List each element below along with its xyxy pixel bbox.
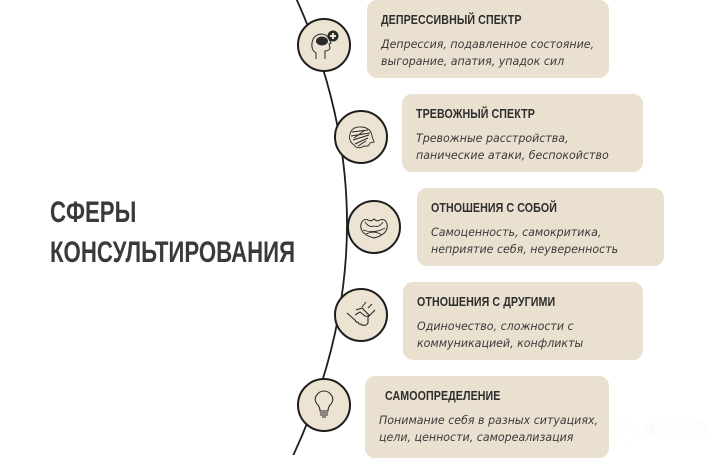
title-line-2: КОНСУЛЬТИРОВАНИЯ: [50, 236, 296, 269]
avito-text: Avito: [643, 413, 708, 443]
card-description: Понимание себя в разных ситуациях, цели,…: [379, 413, 599, 444]
card-heading: ОТНОШЕНИЯ С ДРУГИМИ: [417, 294, 556, 309]
card-self-relations: ОТНОШЕНИЯ С СОБОЙ Самоценность, самокрит…: [417, 188, 664, 266]
card-description: Самоценность, самокритика, неприятие себ…: [431, 225, 619, 256]
card-depressive: ДЕПРЕССИВНЫЙ СПЕКТР Депрессия, подавленн…: [367, 0, 609, 78]
card-heading: ТРЕВОЖНЫЙ СПЕКТР: [416, 106, 535, 121]
handshake-icon: [346, 301, 376, 326]
node-anxiety: [334, 110, 388, 164]
node-other-relations: [334, 288, 388, 342]
self-hug-heart-icon: [360, 218, 388, 239]
card-heading: ДЕПРЕССИВНЫЙ СПЕКТР: [381, 12, 522, 27]
avito-logo-icon: [612, 417, 640, 441]
avito-watermark: Avito: [612, 413, 707, 444]
node-depressive: [297, 18, 351, 72]
node-self-determination: [297, 378, 351, 432]
card-description: Депрессия, подавленное состояние, выгора…: [381, 37, 595, 68]
card-heading: САМООПРЕДЕЛЕНИЕ: [385, 388, 501, 403]
card-other-relations: ОТНОШЕНИЯ С ДРУГИМИ Одиночество, сложнос…: [403, 282, 643, 360]
card-heading: ОТНОШЕНИЯ С СОБОЙ: [431, 200, 557, 215]
title-line-1: СФЕРЫ: [50, 196, 137, 229]
lightbulb-icon: [314, 390, 334, 418]
head-brain-plus-icon: [311, 30, 339, 59]
card-anxiety: ТРЕВОЖНЫЙ СПЕКТР Тревожные расстройства,…: [402, 94, 643, 172]
card-self-determination: САМООПРЕДЕЛЕНИЕ Понимание себя в разных …: [365, 376, 609, 458]
page-title: СФЕРЫ КОНСУЛЬТИРОВАНИЯ: [50, 193, 295, 273]
node-self-relations: [347, 200, 401, 254]
card-description: Одиночество, сложности с коммуникацией, …: [417, 319, 584, 350]
scribble-head-icon: [349, 126, 375, 149]
card-description: Тревожные расстройства, панические атаки…: [416, 131, 609, 162]
